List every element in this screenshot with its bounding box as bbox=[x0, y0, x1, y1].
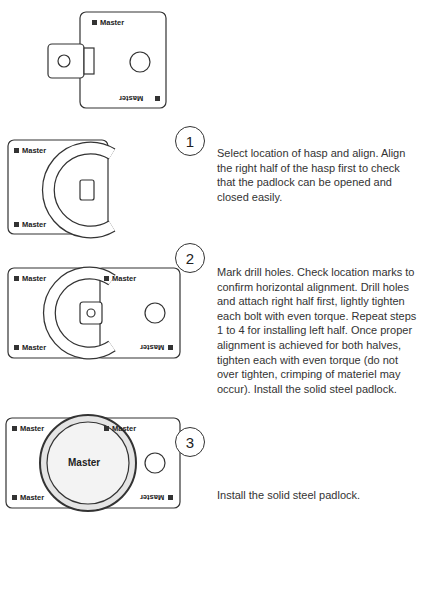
staple-stub bbox=[80, 180, 94, 200]
brand-mark: Master bbox=[21, 146, 47, 155]
plate-hole bbox=[145, 453, 165, 473]
step-circle: 3 bbox=[175, 427, 205, 457]
brand-mark: Master bbox=[139, 493, 165, 502]
brand-mark: Master bbox=[21, 220, 47, 229]
shroud-ring bbox=[49, 273, 112, 353]
step-number: 1 bbox=[186, 133, 194, 150]
brand-mark: Master bbox=[67, 457, 101, 468]
brand-mark: Master bbox=[99, 18, 125, 27]
brand-mark: Master bbox=[21, 343, 47, 352]
shroud-ring-face bbox=[48, 148, 112, 232]
step-number: 2 bbox=[186, 250, 194, 267]
brand-mark: Master bbox=[19, 424, 45, 433]
staple-neck bbox=[84, 48, 94, 74]
staple-block bbox=[80, 302, 102, 324]
padlock-face bbox=[47, 422, 129, 504]
plate-hole bbox=[130, 52, 150, 72]
step-circle: 1 bbox=[175, 126, 205, 156]
staple-hole bbox=[58, 55, 70, 67]
brand-mark: Master bbox=[118, 94, 144, 103]
staple-block bbox=[48, 44, 84, 78]
brand-mark: Master bbox=[111, 274, 137, 283]
brand-mark: Master bbox=[139, 343, 165, 352]
step-instruction: Mark drill holes. Check location marks t… bbox=[217, 265, 417, 396]
hasp-plate bbox=[80, 12, 166, 108]
step-number: 3 bbox=[186, 434, 194, 451]
brand-mark: Master bbox=[111, 424, 137, 433]
brand-mark: Master bbox=[21, 274, 47, 283]
step-instruction: Install the solid steel padlock. bbox=[217, 488, 417, 503]
staple-hole bbox=[87, 309, 95, 317]
step-circle: 2 bbox=[175, 243, 205, 273]
shroud-ring bbox=[48, 148, 112, 232]
shroud-ring-face bbox=[49, 273, 112, 353]
brand-mark: Master bbox=[19, 493, 45, 502]
plate-hole bbox=[145, 303, 165, 323]
step-instruction: Select location of hasp and align. Align… bbox=[217, 146, 417, 204]
